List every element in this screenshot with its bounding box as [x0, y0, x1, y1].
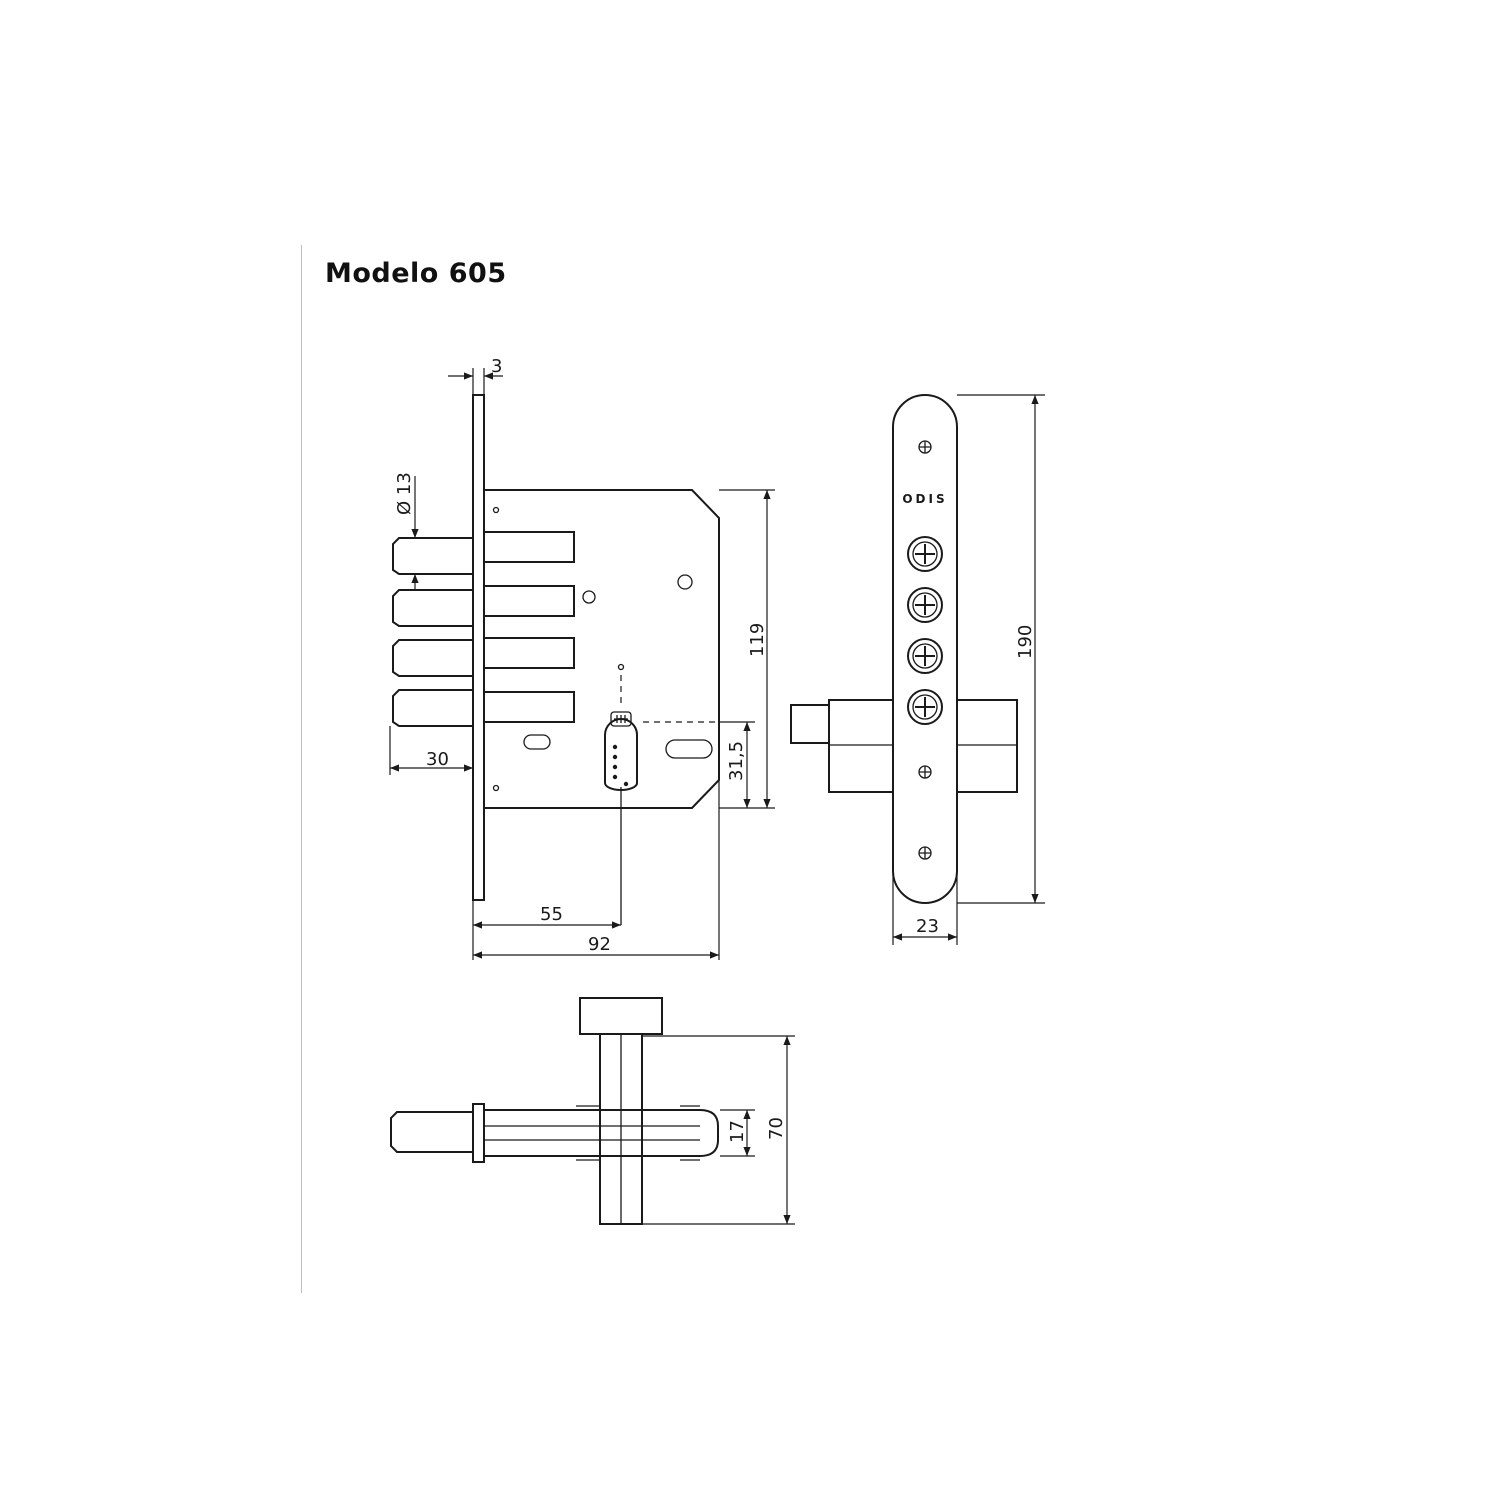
- dim-label-119: 119: [747, 623, 768, 657]
- slot: [665, 739, 713, 759]
- dim-bolt-throw: 30: [389, 726, 473, 775]
- dim-case-height: 119: [719, 489, 775, 809]
- spindle-hole: [677, 574, 693, 590]
- bolt: [392, 637, 575, 677]
- brand-label: ODIS: [902, 492, 947, 506]
- side-view: 3 Ø 13 30 119: [389, 356, 775, 960]
- dim-label-diameter: Ø 13: [394, 472, 415, 515]
- centre-mark: [617, 663, 625, 671]
- bolt: [392, 531, 575, 575]
- plan-view: 17 70: [390, 997, 795, 1225]
- dim-label-190: 190: [1015, 625, 1036, 659]
- bolt-bar: [484, 1109, 719, 1157]
- bolt-head: [907, 587, 943, 623]
- dim-backset: 55: [472, 900, 621, 960]
- spindle-hole: [582, 590, 596, 604]
- page-title: Modelo 605: [325, 258, 507, 289]
- plan-bolt: [390, 1111, 473, 1153]
- bolt-head: [907, 638, 943, 674]
- dim-label-70: 70: [766, 1117, 787, 1140]
- bolt: [392, 585, 575, 627]
- dim-label-55: 55: [540, 904, 563, 925]
- bolts: [392, 531, 575, 727]
- slot: [523, 734, 551, 750]
- bolt-head: [907, 536, 943, 572]
- dim-faceplate-height: 190: [957, 394, 1045, 904]
- faceplate-side: [472, 394, 485, 901]
- bolt: [392, 689, 575, 727]
- screw: [918, 440, 932, 454]
- bolt-head: [907, 689, 943, 725]
- dim-total-height: 70: [642, 1035, 795, 1225]
- front-view: ODIS: [790, 394, 1045, 945]
- bolt-bar-edges: [484, 1125, 700, 1141]
- bolt-bar-guides: [576, 1105, 700, 1161]
- bolt-heads: [907, 536, 943, 725]
- dim-label-17: 17: [727, 1120, 748, 1143]
- lock-case: [484, 489, 720, 809]
- dim-case-depth: 92: [473, 780, 720, 960]
- fixing-hole: [492, 784, 500, 792]
- dim-label-31-5: 31,5: [726, 741, 747, 781]
- dim-handle-cylinder: 31,5: [719, 721, 755, 808]
- dim-bolt-section: 17: [720, 1109, 755, 1157]
- margin-rule: [301, 245, 302, 1293]
- dim-label-23: 23: [916, 916, 939, 937]
- cross-bar-stub: [790, 704, 830, 744]
- dim-label-92: 92: [588, 934, 611, 955]
- screw: [918, 765, 932, 779]
- dim-label-3: 3: [491, 356, 502, 377]
- faceplate-plan: [472, 1103, 485, 1163]
- dim-faceplate-width: 23: [892, 860, 958, 945]
- fixing-hole: [492, 506, 500, 514]
- cylinder: [604, 711, 638, 791]
- dim-bolt-diameter: Ø 13: [394, 472, 470, 590]
- dim-label-30: 30: [426, 749, 449, 770]
- screw: [918, 846, 932, 860]
- case-chamfer: [691, 489, 720, 809]
- dim-faceplate-thickness: 3: [448, 356, 503, 395]
- top-cap: [579, 997, 663, 1035]
